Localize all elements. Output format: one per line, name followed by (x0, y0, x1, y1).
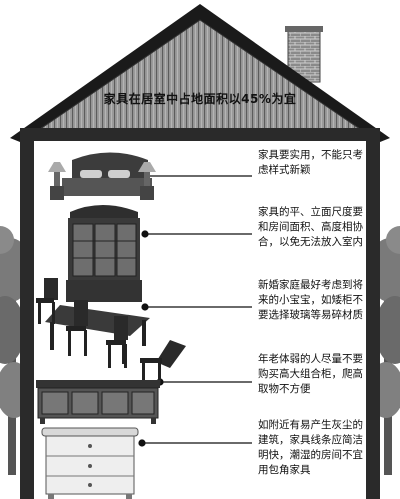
bed-illustration (48, 152, 156, 200)
tip-newlyweds: 新婚家庭最好考虑到将来的小宝宝，如矮柜不要选择玻璃等易碎材质 (258, 279, 363, 321)
dining-set-illustration (36, 278, 186, 384)
wardrobe-illustration (66, 205, 142, 302)
sideboard-illustration (36, 380, 160, 424)
tip-dust-humidity: 如附近有易产生灰尘的建筑，家具线条应简洁明快，潮湿的房间不宜用包角家具 (258, 419, 363, 476)
infographic-title: 家具在居室中占地面积以45%为宜 (103, 92, 297, 106)
chest-illustration (41, 427, 139, 499)
tip-practical: 家具要实用，不能只考虑样式新颖 (258, 149, 363, 176)
tip-dimensions: 家具的平、立面尺度要和房间面积、高度相协合，以免无法放入室内 (258, 206, 363, 248)
tip-elderly: 年老体弱的人尽量不要购买高大组合柜，爬高取物不方便 (258, 353, 363, 395)
